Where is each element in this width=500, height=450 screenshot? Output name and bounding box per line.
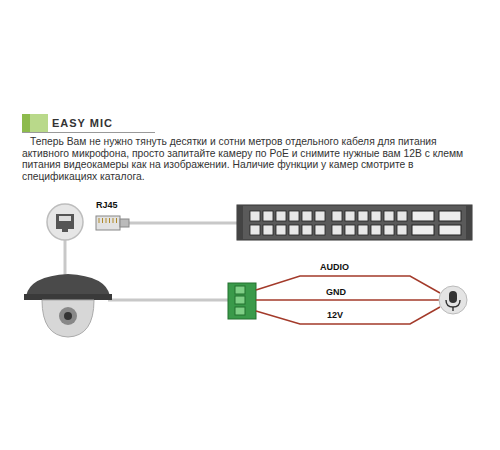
- title-badge: [22, 114, 48, 132]
- ethernet-port: [345, 225, 355, 235]
- ethernet-port: [276, 225, 286, 235]
- switch-ear: [237, 205, 243, 240]
- camera-lens: [59, 307, 77, 325]
- title-rule: [22, 132, 155, 133]
- sfp-port: [439, 225, 461, 235]
- ethernet-port: [332, 211, 342, 221]
- ethernet-port: [397, 211, 407, 221]
- power-wire: [256, 307, 440, 324]
- ethernet-port: [345, 211, 355, 221]
- section-title: EASY MIC: [52, 117, 113, 129]
- switch-ear: [466, 205, 472, 240]
- ethernet-cable: [128, 222, 238, 225]
- ethernet-port: [250, 225, 260, 235]
- ethernet-port: [358, 225, 368, 235]
- camera-housing: [26, 274, 110, 296]
- ethernet-port: [302, 211, 312, 221]
- description-text: Теперь Вам не нужно тянуть десятки и сот…: [22, 136, 480, 182]
- terminal: [235, 286, 245, 294]
- camera-cable: [64, 240, 67, 276]
- pin-stroke: [106, 218, 107, 223]
- camera-dome: [42, 300, 94, 337]
- rj45-pins: [99, 218, 117, 223]
- ethernet-port: [397, 225, 407, 235]
- title-badge-accent: [22, 114, 30, 132]
- gnd-wire: [256, 299, 440, 301]
- ethernet-port: [384, 225, 394, 235]
- ethernet-port: [289, 211, 299, 221]
- pin-stroke: [102, 218, 103, 223]
- ethernet-port: [276, 211, 286, 221]
- ethernet-port: [263, 211, 273, 221]
- sfp-port: [439, 211, 461, 221]
- ethernet-port: [315, 225, 325, 235]
- sfp-port: [412, 225, 434, 235]
- rj45-contacts: [59, 216, 71, 221]
- terminal-block: [228, 283, 256, 319]
- ethernet-port: [302, 225, 312, 235]
- microphone-holder: [446, 300, 460, 307]
- microphone-head: [449, 291, 457, 303]
- microphone-icon: [439, 286, 467, 314]
- camera-lens-center: [64, 312, 72, 320]
- ethernet-port: [315, 211, 325, 221]
- switch-ports: [250, 211, 407, 235]
- ethernet-port: [263, 225, 273, 235]
- signal-label: GND: [324, 287, 348, 297]
- signal-label: AUDIO: [318, 262, 351, 272]
- ethernet-port: [371, 225, 381, 235]
- pin-stroke: [113, 218, 114, 223]
- rj45-plug: [96, 216, 120, 230]
- power-cable: [108, 299, 229, 302]
- microphone-stand: [452, 307, 453, 311]
- rj45-tab: [62, 229, 68, 232]
- signal-label: 12V: [325, 310, 345, 320]
- ethernet-port: [384, 211, 394, 221]
- sfp-port: [412, 211, 434, 221]
- ethernet-port: [250, 211, 260, 221]
- ethernet-port: [358, 211, 368, 221]
- connector-label: RJ45: [94, 200, 120, 210]
- audio-wire: [256, 276, 440, 293]
- pin-stroke: [99, 218, 100, 223]
- terminal: [235, 307, 245, 315]
- rj45-socket: [56, 214, 74, 229]
- rj45-boot: [120, 219, 129, 227]
- poe-switch: [237, 205, 472, 240]
- pin-stroke: [116, 218, 117, 223]
- ethernet-port: [332, 225, 342, 235]
- rj45-port-icon: [47, 204, 83, 240]
- ethernet-port: [371, 211, 381, 221]
- camera-base: [24, 294, 112, 300]
- terminal: [235, 296, 245, 304]
- ethernet-port: [289, 225, 299, 235]
- pin-stroke: [109, 218, 110, 223]
